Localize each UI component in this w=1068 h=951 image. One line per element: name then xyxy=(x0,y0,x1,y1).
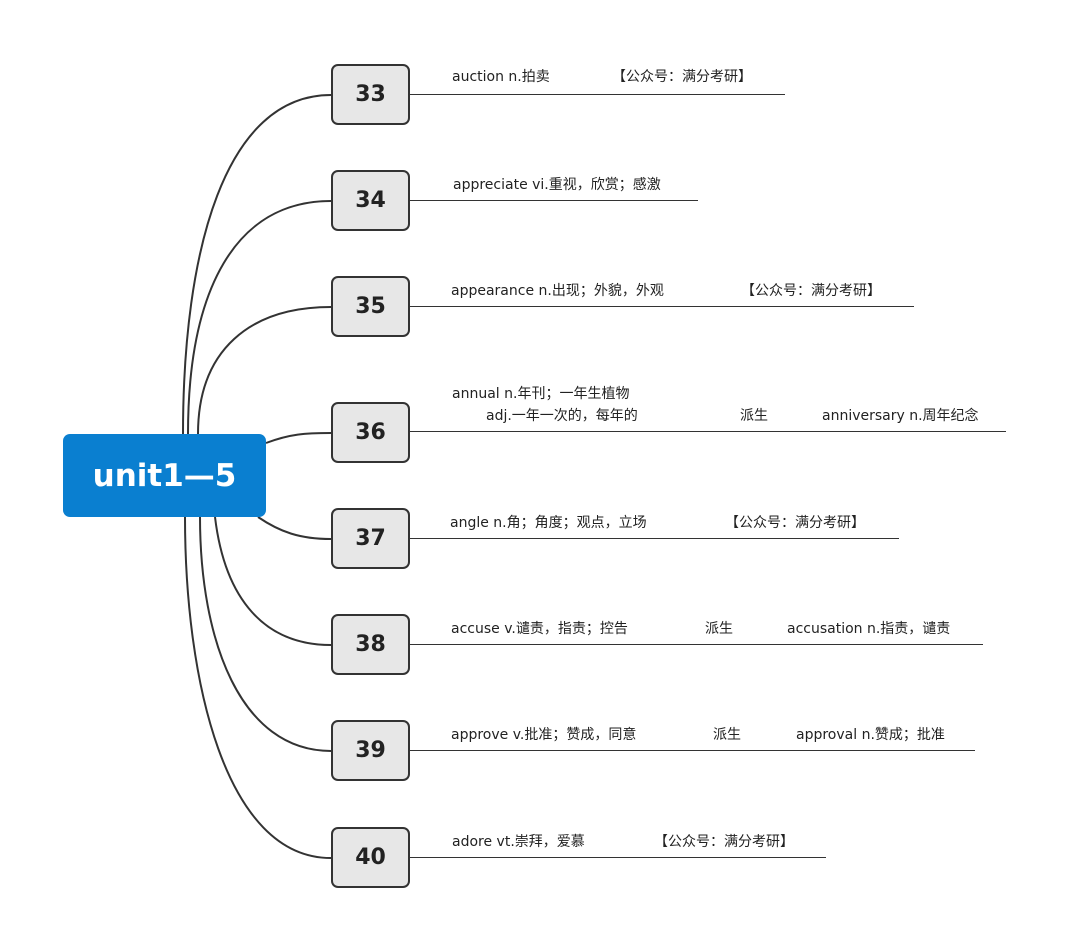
derived-anniversary[interactable]: anniversary n.周年纪念 xyxy=(822,408,979,424)
node-39[interactable]: 39 xyxy=(331,720,410,781)
relation-39[interactable]: 派生 xyxy=(713,727,741,743)
word-annual-line1[interactable]: annual n.年刊；一年生植物 xyxy=(452,386,630,402)
underline-35 xyxy=(410,306,914,307)
relation-36[interactable]: 派生 xyxy=(740,408,768,424)
tag-35[interactable]: 【公众号：满分考研】 xyxy=(741,283,881,299)
word-auction[interactable]: auction n.拍卖 xyxy=(452,69,550,85)
node-36[interactable]: 36 xyxy=(331,402,410,463)
derived-accusation[interactable]: accusation n.指责，谴责 xyxy=(787,621,951,637)
connector-40 xyxy=(184,516,332,859)
node-37[interactable]: 37 xyxy=(331,508,410,569)
underline-39 xyxy=(410,750,975,751)
underline-37 xyxy=(410,538,899,539)
underline-33 xyxy=(410,94,785,95)
connector-37 xyxy=(257,516,332,540)
node-33[interactable]: 33 xyxy=(331,64,410,125)
word-angle[interactable]: angle n.角；角度；观点，立场 xyxy=(450,515,647,531)
connector-33 xyxy=(182,94,332,435)
node-40[interactable]: 40 xyxy=(331,827,410,888)
word-appreciate[interactable]: appreciate vi.重视，欣赏；感激 xyxy=(453,177,661,193)
connector-36 xyxy=(265,432,332,444)
underline-38 xyxy=(410,644,983,645)
relation-38[interactable]: 派生 xyxy=(705,621,733,637)
connector-39 xyxy=(199,516,332,752)
derived-approval[interactable]: approval n.赞成；批准 xyxy=(796,727,945,743)
node-35[interactable]: 35 xyxy=(331,276,410,337)
tag-40[interactable]: 【公众号：满分考研】 xyxy=(654,834,794,850)
underline-34 xyxy=(410,200,698,201)
node-38[interactable]: 38 xyxy=(331,614,410,675)
tag-37[interactable]: 【公众号：满分考研】 xyxy=(725,515,865,531)
tag-33[interactable]: 【公众号：满分考研】 xyxy=(612,69,752,85)
connector-38 xyxy=(214,516,332,646)
word-annual-line2[interactable]: adj.一年一次的，每年的 xyxy=(486,408,638,424)
word-appearance[interactable]: appearance n.出现；外貌，外观 xyxy=(451,283,664,299)
root-topic[interactable]: unit1—5 xyxy=(63,434,266,517)
node-34[interactable]: 34 xyxy=(331,170,410,231)
connector-34 xyxy=(187,200,332,435)
word-accuse[interactable]: accuse v.谴责，指责；控告 xyxy=(451,621,628,637)
underline-40 xyxy=(410,857,826,858)
underline-36 xyxy=(410,431,1006,432)
connector-35 xyxy=(197,306,332,435)
word-adore[interactable]: adore vt.崇拜，爱慕 xyxy=(452,834,585,850)
word-approve[interactable]: approve v.批准；赞成，同意 xyxy=(451,727,637,743)
